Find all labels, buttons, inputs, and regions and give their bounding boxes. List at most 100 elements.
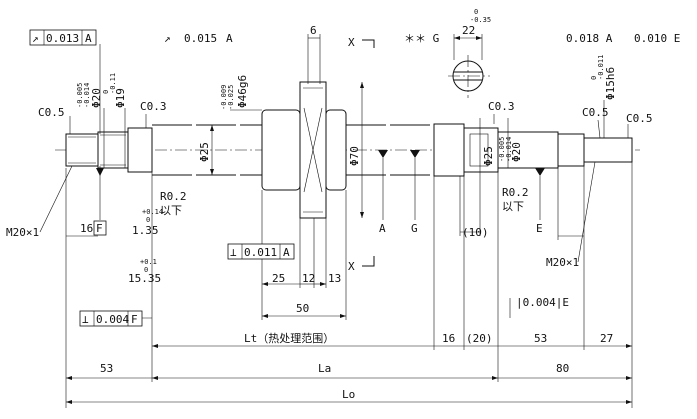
- phi25-right-label: Φ25: [482, 146, 495, 166]
- perp-frame-0011: ⊥ 0.011 A: [227, 243, 295, 260]
- dim-lt: Lt（热处理范围）: [244, 331, 334, 345]
- datum-g-triangle: [410, 150, 420, 158]
- left-shoulder: [127, 127, 153, 173]
- nut-body-right: [325, 109, 347, 191]
- dim-25: 25: [272, 272, 285, 285]
- dim-16-mid: 16: [442, 332, 455, 345]
- chamfer-c03-right: C0.3: [488, 100, 515, 113]
- tol-0018-a: 0.018 A: [566, 32, 613, 45]
- runout-symbol: ↗: [32, 32, 39, 45]
- dim-80: 80: [556, 362, 569, 375]
- m20-right-leader: [577, 161, 596, 263]
- runout-0015-value: 0.015: [184, 32, 217, 45]
- m20-left-leader: [39, 165, 73, 233]
- tol-0010-e: 0.010 E: [634, 32, 680, 45]
- dim-22: 22: [462, 24, 475, 37]
- section-x-top: X: [348, 36, 355, 49]
- dim-10: (10): [462, 226, 489, 239]
- datum-e-triangle: [535, 168, 545, 176]
- runout-0015: ↗ 0.015 A: [164, 32, 233, 45]
- datum-markers: [96, 150, 545, 220]
- datum-g-label: G: [411, 222, 418, 235]
- runout-frame-0013: ↗ 0.013 A: [29, 29, 97, 46]
- phi15-label: Φ15h6: [604, 67, 617, 100]
- thread-m20-right: M20×1: [546, 256, 579, 269]
- nut-body-left: [261, 109, 301, 191]
- dim-6: 6: [310, 24, 317, 37]
- right-thread: [557, 133, 585, 167]
- drive-end: [583, 137, 633, 163]
- r02-right-sub: 以下: [502, 200, 524, 213]
- keyway: [469, 133, 489, 167]
- phi25-left-label: Φ25: [198, 142, 211, 162]
- runout-value: 0.013: [46, 32, 79, 45]
- phi46-tol-lo: -0.025: [227, 85, 235, 110]
- section-x-bottom: X: [348, 260, 355, 273]
- runout-datum: A: [85, 32, 92, 45]
- left-thread-end: [65, 133, 99, 167]
- arrowheads: [66, 36, 632, 404]
- phi20-left-label: Φ20: [90, 88, 103, 108]
- right-bearing-seat: [463, 127, 499, 173]
- perp-frame-0004: ⊥ 0.004 F: [79, 310, 143, 327]
- phi20-left-tol-lo: -0.014: [83, 83, 91, 108]
- perp-0004-value: 0.004: [96, 313, 129, 326]
- runout-0015-symbol: ↗: [164, 32, 171, 45]
- dim-53-left: 53: [100, 362, 113, 375]
- dim-lo: Lo: [342, 388, 355, 401]
- dim-135-tol-lo: 0: [146, 216, 150, 224]
- phi19-tol-lo: -0.11: [109, 73, 117, 94]
- phi15-tol-up: 0: [590, 76, 598, 80]
- thread-m20-left: M20×1: [6, 226, 39, 239]
- perp-0011-symbol: ⊥: [230, 246, 237, 259]
- datum-a-label: A: [379, 222, 386, 235]
- perp-0011-datum: A: [283, 246, 290, 259]
- dim-1535: 15.35: [128, 272, 161, 285]
- dim-135: 1.35: [132, 224, 159, 237]
- chamfer-c03-left: C0.3: [140, 100, 167, 113]
- dim-50: 50: [296, 302, 309, 315]
- perp-0004-symbol: ⊥: [82, 313, 89, 326]
- right-collar: [433, 123, 465, 177]
- phi20-right-label: Φ20: [510, 142, 523, 162]
- phi15-tol-lo: -0.011: [597, 55, 605, 80]
- dim-1535-tol-up: +0.1: [140, 258, 157, 266]
- phi19-tol-up: 0: [102, 90, 110, 94]
- dim-13: 13: [328, 272, 341, 285]
- phi20-right-tol-lo: -0.014: [505, 137, 513, 162]
- dim-la: La: [318, 362, 331, 375]
- chamfer-c05-right2: C0.5: [626, 112, 653, 125]
- perp-0004-datum: F: [131, 313, 138, 326]
- dim-1535-tol-lo: 0: [144, 266, 148, 274]
- dim-27: 27: [600, 332, 613, 345]
- dim-16-left: 16: [80, 222, 93, 235]
- dim-22-tol0: 0: [474, 8, 478, 16]
- phi70-label: Φ70: [348, 146, 361, 166]
- chamfer-c05-left: C0.5: [38, 106, 65, 119]
- phi46-label: Φ46g6: [236, 75, 249, 108]
- section-markers: [362, 39, 375, 267]
- phi20-left-tol-up: -0.005: [76, 83, 84, 108]
- shaft-outline: [65, 81, 633, 219]
- datum-f-triangle: [96, 168, 104, 176]
- phi19-label: Φ19: [114, 88, 127, 108]
- chamfer-c05-right1: C0.5: [582, 106, 609, 119]
- perp-0011-value: 0.011: [244, 246, 277, 259]
- dim-53-right: 53: [534, 332, 547, 345]
- r02-left-sub: 以下: [160, 204, 182, 217]
- section-view: [448, 34, 490, 98]
- phi46-tol-up: -0.009: [220, 85, 228, 110]
- dim-12: 12: [302, 272, 315, 285]
- phi20-right-tol-up: -0.005: [498, 137, 506, 162]
- star-g-tolerance: ＊＊ G: [404, 32, 439, 45]
- dim-135-tol-up: +0.14: [142, 208, 163, 216]
- parallel-0004-e: |0.004|E: [516, 296, 569, 309]
- left-bearing-journal: [97, 131, 129, 169]
- datum-f-label: F: [96, 222, 103, 235]
- r02-left-label: R0.2: [160, 190, 187, 203]
- dimension-lines: [65, 34, 633, 408]
- dim-22-tol: -0.35: [470, 16, 491, 24]
- runout-0015-datum: A: [226, 32, 233, 45]
